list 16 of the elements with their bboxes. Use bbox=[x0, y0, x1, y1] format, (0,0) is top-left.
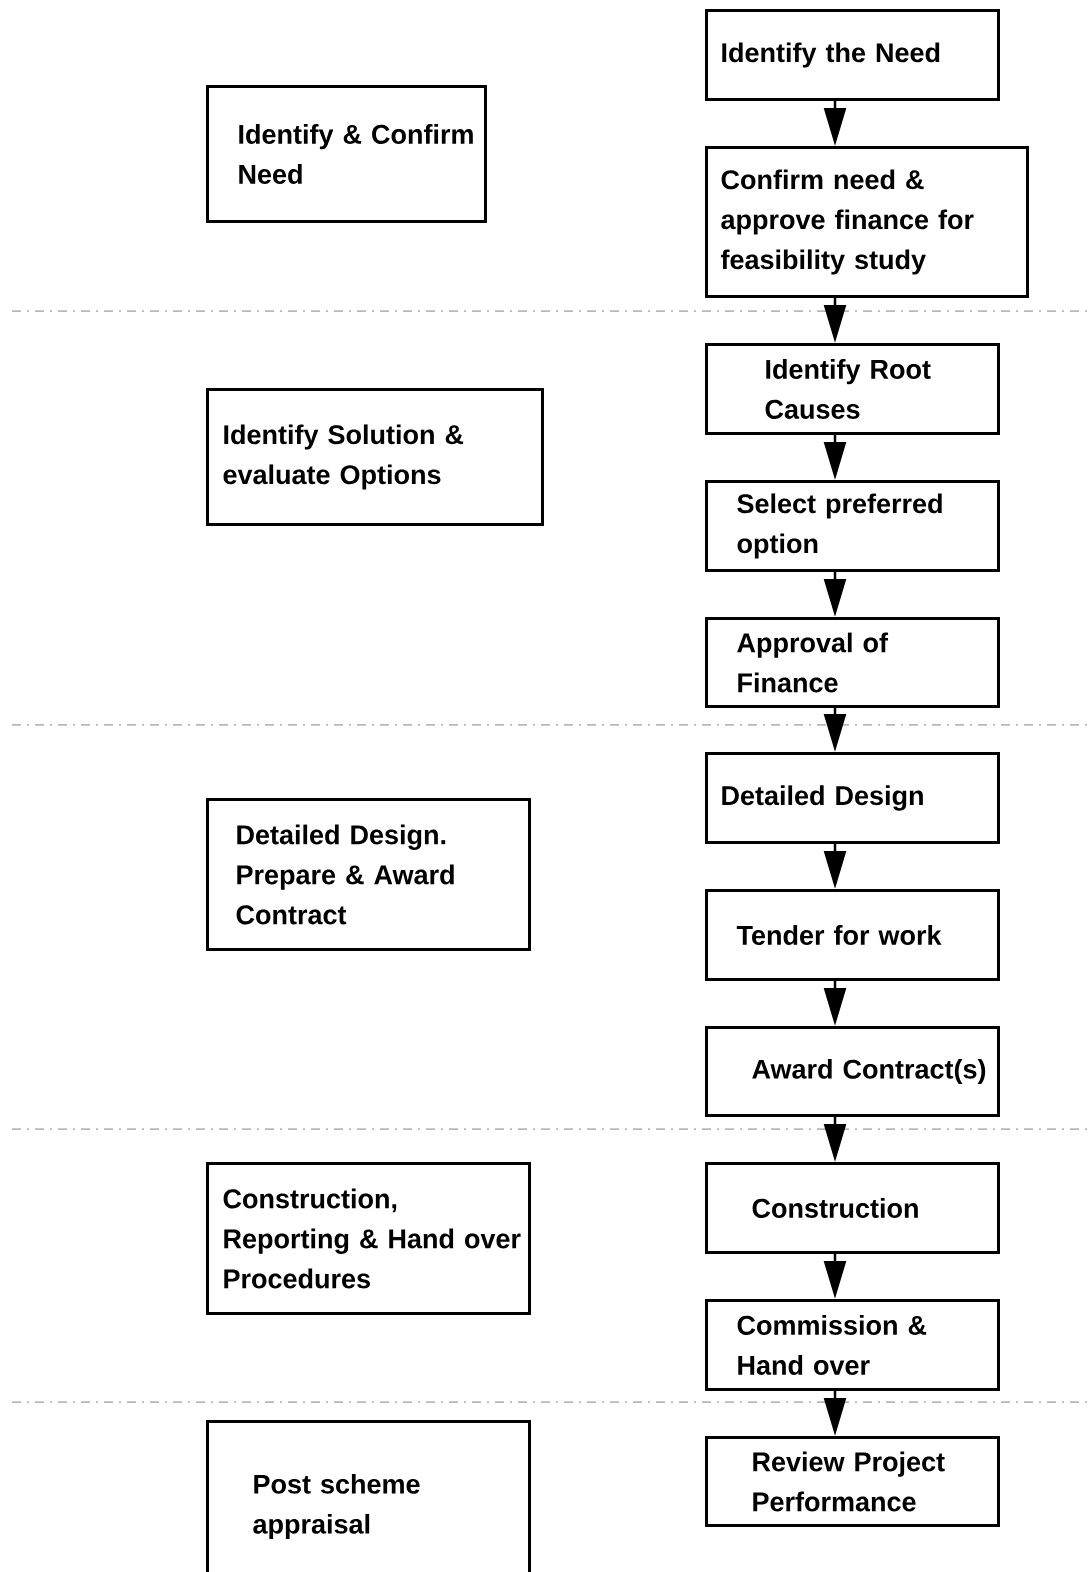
phase-box: Post scheme appraisal bbox=[206, 1420, 531, 1572]
step-box: Commission & Hand over bbox=[705, 1299, 1000, 1391]
step-box: Review Project Performance bbox=[705, 1436, 1000, 1527]
step-box: Detailed Design bbox=[705, 752, 1000, 844]
step-box: Award Contract(s) bbox=[705, 1026, 1000, 1117]
phase-box: Identify Solution & evaluate Options bbox=[206, 388, 544, 526]
step-box: Select preferred option bbox=[705, 480, 1000, 572]
step-box: Approval of Finance bbox=[705, 617, 1000, 708]
phase-box: Construction, Reporting & Hand over Procedures bbox=[206, 1162, 531, 1315]
step-box: Tender for work bbox=[705, 889, 1000, 981]
phase-box: Detailed Design. Prepare & Award Contract bbox=[206, 798, 531, 951]
phase-box: Identify & Confirm Need bbox=[206, 85, 487, 223]
step-box: Identify Root Causes bbox=[705, 343, 1000, 435]
step-box: Confirm need & approve finance for feasibility study bbox=[705, 146, 1029, 298]
step-box: Identify the Need bbox=[705, 9, 1000, 101]
step-box: Construction bbox=[705, 1162, 1000, 1254]
